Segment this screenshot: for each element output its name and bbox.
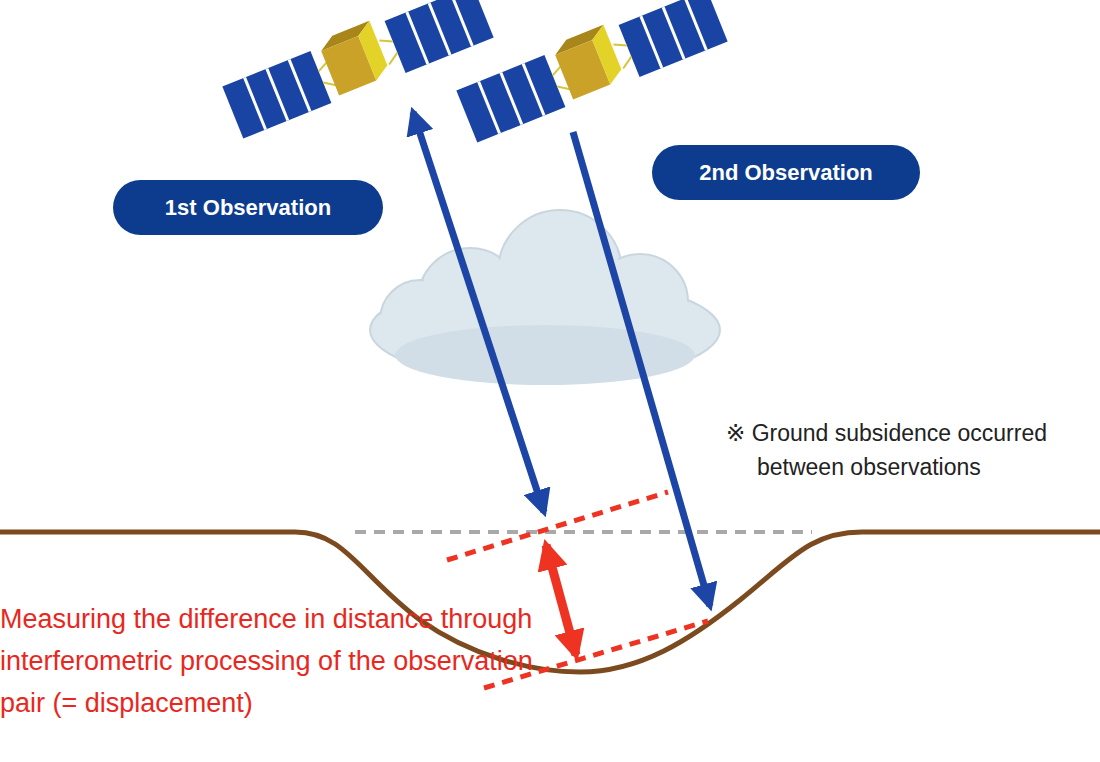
radar-beam-arrow xyxy=(413,112,544,512)
observation-label: 1st Observation xyxy=(165,195,331,221)
observation-pill: 1st Observation xyxy=(113,180,383,235)
radar-beam-arrow xyxy=(573,132,710,606)
displacement-arrow xyxy=(546,545,576,655)
satellite xyxy=(220,0,494,139)
cloud-fill xyxy=(372,212,718,385)
note-text: ※ Ground subsidence occurred between obs… xyxy=(726,416,1096,484)
original-ground-line xyxy=(355,530,812,534)
wavefront-line xyxy=(447,492,668,560)
observation-pill: 2nd Observation xyxy=(652,145,920,200)
observation-label: 2nd Observation xyxy=(699,160,873,186)
satellite xyxy=(454,0,728,143)
annotation-text: Measuring the difference in distance thr… xyxy=(0,598,580,724)
